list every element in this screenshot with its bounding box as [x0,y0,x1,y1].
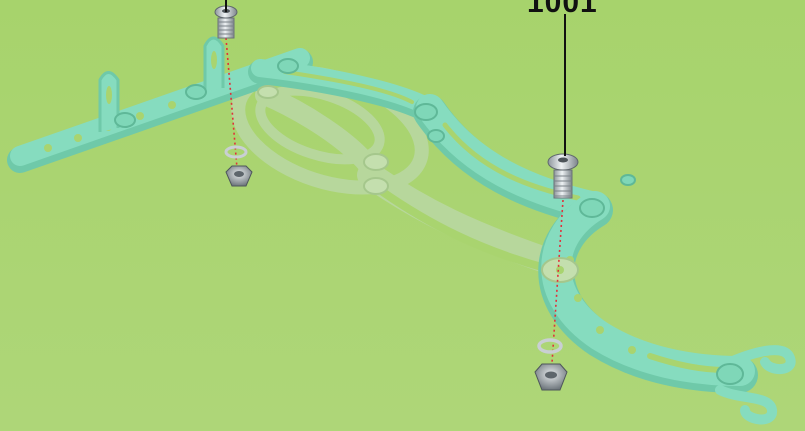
part-number-callout: 1001 [527,0,598,20]
